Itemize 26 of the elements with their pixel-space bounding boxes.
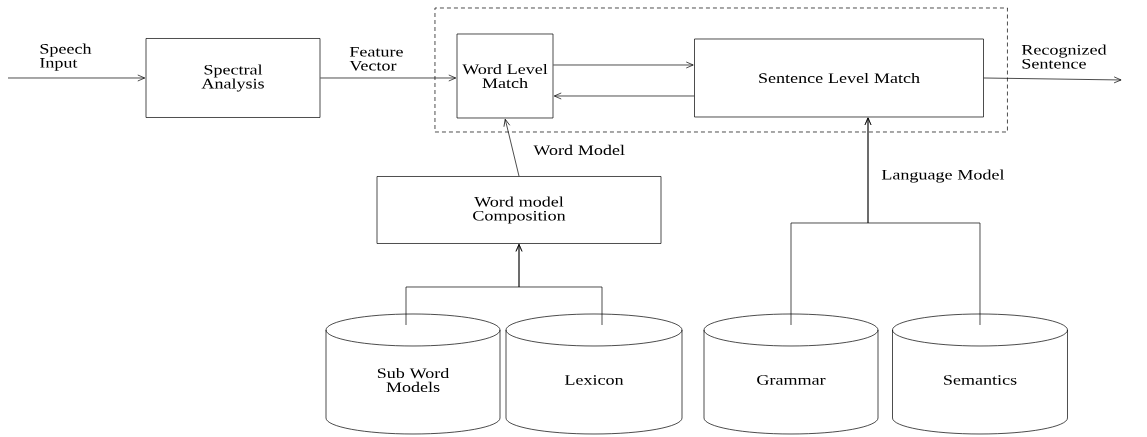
database-cylinder: Lexicon [505,313,683,435]
node-label: Sub Word Models [377,367,450,393]
node-label: Grammar [757,375,826,385]
arrow [7,74,146,82]
process-box: Spectral Analysis [145,38,321,118]
edge-label: Feature Vector [349,47,403,71]
process-box: Sentence Level Match [694,38,984,118]
node-label: Semantics [944,375,1017,385]
database-cylinder: Grammar [703,313,879,435]
process-box: Word Level Match [456,33,554,119]
edge-label: Recognized Sentence [1021,44,1107,69]
edge-label: Speech Input [40,43,92,71]
arrow [515,244,603,326]
arrow [553,61,694,69]
arrow [983,76,1122,84]
dashed-group-box [434,7,1008,133]
arrow [320,74,457,82]
database-cylinder: Sub Word Models [325,313,501,435]
arrow [553,92,695,100]
arrow [503,118,520,177]
edge-label: Language Model [881,169,1005,183]
database-cylinder: Semantics [892,313,1068,435]
node-label: Lexicon [564,375,624,385]
edge-label: Word Model [533,144,625,156]
arrow [864,117,981,326]
process-box: Word model Composition [376,176,662,244]
